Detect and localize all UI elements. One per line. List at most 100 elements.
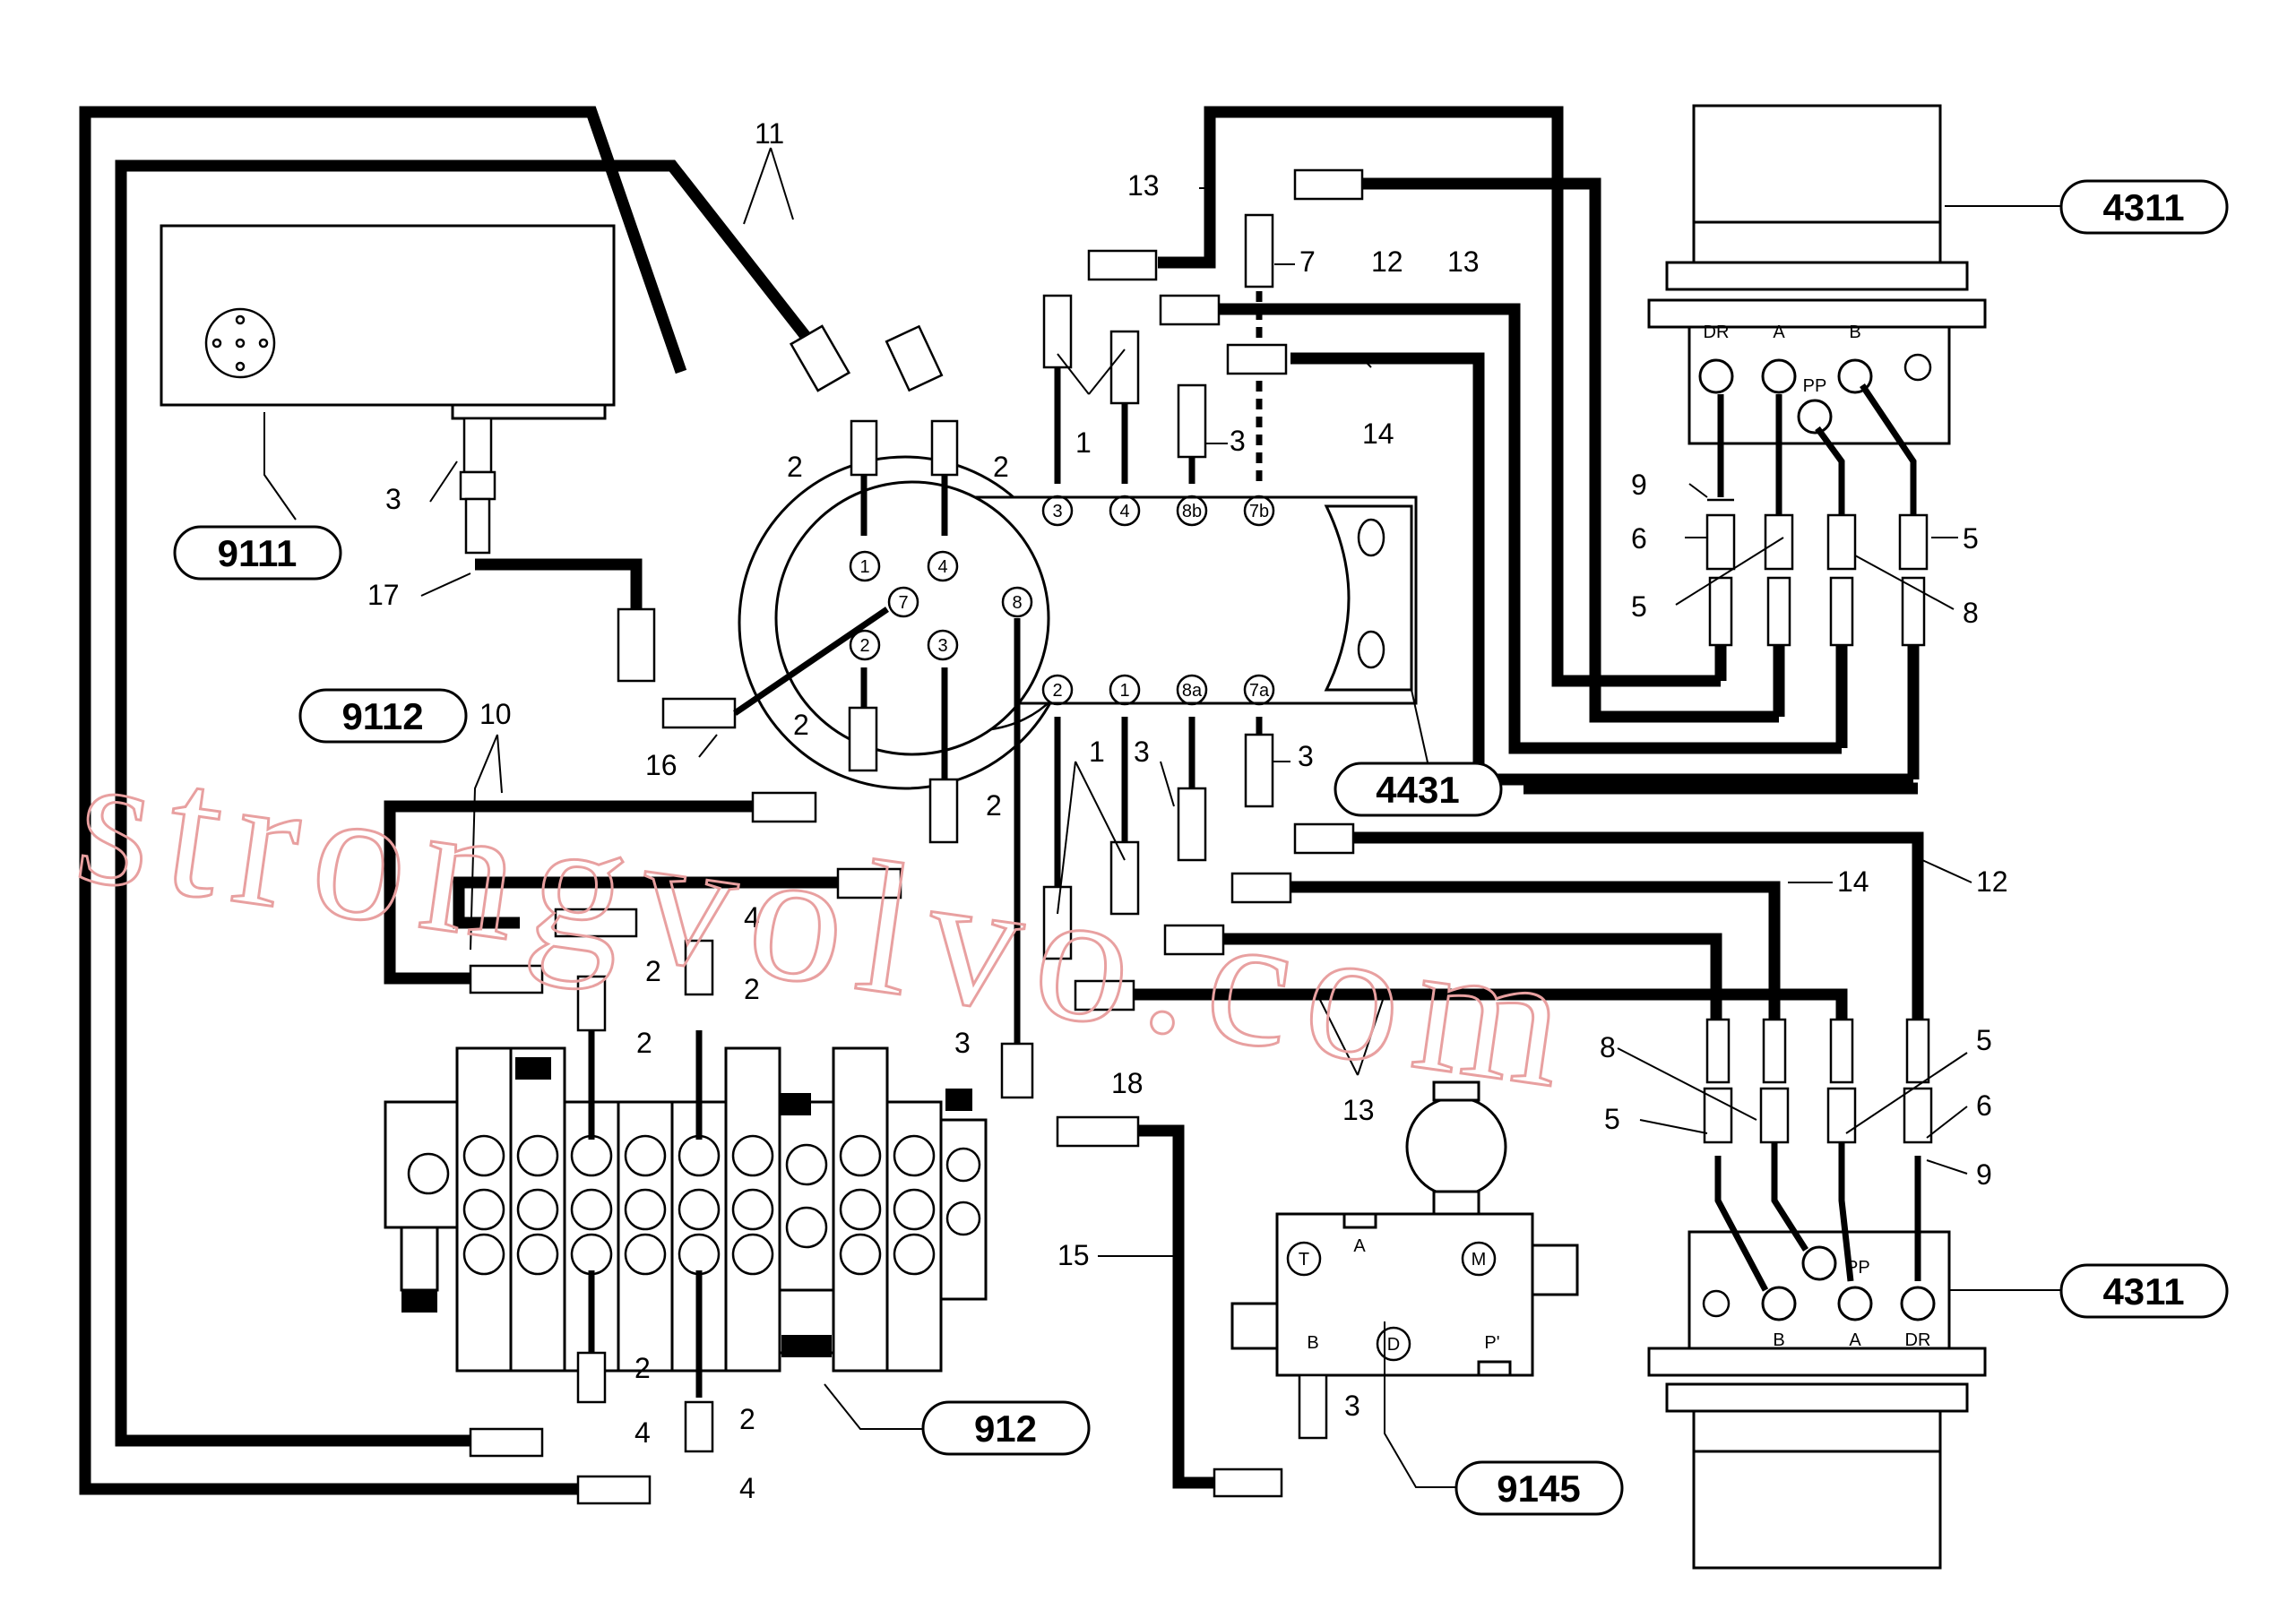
callout-3: 3 [1134,736,1150,768]
callout-4: 4 [744,901,760,934]
callout-16: 16 [645,749,678,781]
brake-valve-port-p: P' [1484,1333,1499,1353]
callout-17: 17 [367,579,400,611]
hose-12-bottom [1353,831,1924,1020]
swivel-port-bottom-1: 1 [1119,681,1129,701]
callout-5: 5 [1963,522,1979,555]
callout-9: 9 [1976,1158,1992,1191]
swivel-port-bottom-7a: 7a [1249,681,1270,701]
callout-2: 2 [636,1027,652,1059]
svg-text:4311: 4311 [2102,186,2184,228]
callout-4: 4 [634,1416,651,1449]
callout-8: 8 [1963,597,1979,629]
callout-9: 9 [1631,469,1647,501]
callout-1: 1 [1089,736,1105,768]
swivel-bottom-ports: 2 1 8a 7a [1041,674,1275,706]
hose-outer-2 [115,159,839,1447]
swivel-port-left-2: 2 [859,636,869,656]
callout-6: 6 [1631,522,1647,555]
svg-text:9112: 9112 [341,695,423,737]
hose-13-bottom-b [1129,988,1848,1020]
badge-9145: 9145 [1454,1460,1624,1516]
hose-12-top [1360,177,1779,723]
callout-1: 1 [1075,426,1092,459]
swivel-port-bottom-2: 2 [1052,681,1062,701]
hose-14-top [1290,352,1913,786]
callout-2: 2 [787,451,803,483]
swivel-port-top-3: 3 [1052,502,1062,521]
callout-6: 6 [1976,1089,1992,1122]
callout-3: 3 [385,483,401,515]
callout-11: 11 [755,117,784,150]
swivel-port-left-7: 7 [898,593,908,613]
hose-13-top [1158,106,1721,687]
motor-bottom-port-dr: DR [1905,1330,1931,1350]
badge-9111: 9111 [173,525,342,581]
badge-9112: 9112 [298,688,468,744]
swivel-4431: 1 4 7 2 3 8 3 4 8b 7b 2 1 [738,455,1418,790]
badge-4311-top: 4311 [2059,179,2229,235]
callout-14: 14 [1837,865,1869,898]
callout-5: 5 [1976,1024,1992,1056]
callout-13: 13 [1447,245,1480,278]
swivel-port-top-8b: 8b [1182,502,1202,521]
callout-2: 2 [793,709,809,741]
callout-3: 3 [1230,425,1246,457]
callout-5: 5 [1631,590,1647,623]
hose-17 [475,558,643,609]
leader-lines [263,147,2061,1488]
hose-9112-a [384,800,753,985]
svg-text:912: 912 [974,1407,1037,1450]
swivel-fittings [617,168,1364,1148]
brake-valve-port-a: A [1353,1236,1366,1256]
motor-bottom-port-b: B [1773,1330,1784,1350]
callout-numbers: 11 13 7 12 13 2 2 1 3 14 3 17 16 2 10 2 … [367,117,2008,1504]
motor-top-port-dr: DR [1704,323,1730,342]
callout-2: 2 [986,789,1002,822]
callout-4: 4 [739,1472,755,1504]
hose-outer-1 [79,106,687,1495]
brake-valve-port-b: B [1307,1333,1318,1353]
control-valve-912 [384,908,988,1505]
swivel-port-top-7b: 7b [1249,502,1269,521]
hoses [79,106,1924,1495]
callout-7: 7 [1299,245,1316,278]
swivel-top-ports: 3 4 8b 7b [1041,495,1275,527]
travel-motor-top-4311: DR A B PP [1647,104,1987,647]
callout-3: 3 [1344,1390,1360,1422]
swivel-port-left-3: 3 [937,636,947,656]
callout-2: 2 [744,973,760,1005]
swivel-port-left-8: 8 [1012,593,1022,613]
pump-9111 [160,224,616,555]
swivel-port-bottom-8a: 8a [1182,681,1203,701]
callout-2: 2 [645,955,661,987]
badge-4431: 4431 [1334,762,1503,817]
callout-10: 10 [479,698,512,730]
callout-2: 2 [634,1352,651,1384]
motor-bottom-port-a: A [1849,1330,1861,1350]
hose-top-return [1508,779,1918,795]
svg-text:4311: 4311 [2102,1270,2184,1313]
svg-text:9145: 9145 [1497,1468,1580,1510]
callout-8: 8 [1600,1031,1616,1063]
badge-912: 912 [921,1400,1091,1456]
callout-2: 2 [739,1403,755,1435]
callout-3: 3 [954,1027,971,1059]
callout-12: 12 [1976,865,2008,898]
callout-18: 18 [1111,1067,1144,1099]
callout-15: 15 [1057,1239,1090,1271]
component-badges: 9111 9112 4431 4311 4311 912 9145 [173,179,2229,1516]
valve-port-circles [462,1134,981,1276]
svg-text:9111: 9111 [218,532,298,574]
brake-valve-port-t: T [1299,1250,1309,1270]
callout-3: 3 [1298,740,1314,772]
callout-2: 2 [993,451,1009,483]
brake-valve-port-m: M [1472,1250,1487,1270]
callout-14: 14 [1362,417,1394,450]
hose-15 [1138,1124,1228,1489]
swivel-port-left-4: 4 [937,557,947,577]
callout-13: 13 [1127,169,1160,202]
hose-13-top-b [1165,303,1842,754]
valve-sections [455,1046,988,1373]
